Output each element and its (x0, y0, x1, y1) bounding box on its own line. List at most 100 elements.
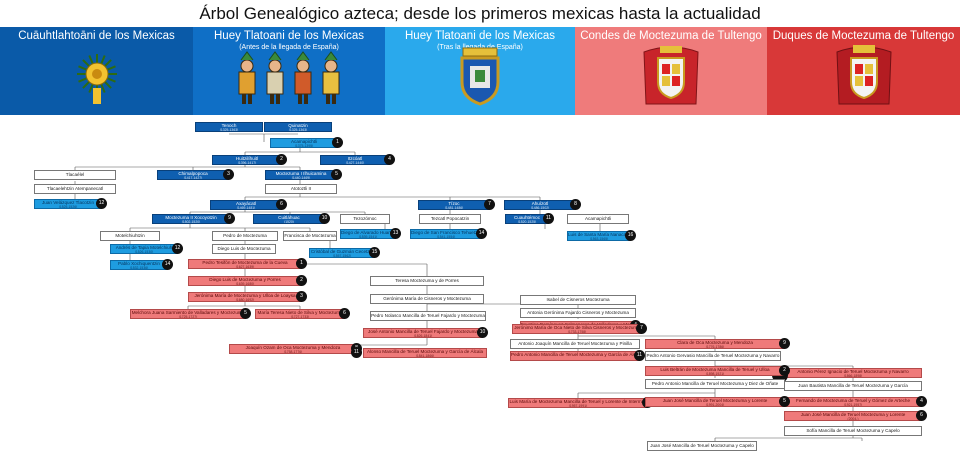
header-column-2: Huey Tlatoani de los Mexicas(Antes de la… (193, 27, 385, 115)
node-name: Tenoch (221, 123, 237, 128)
succession-number-badge: 2 (276, 154, 287, 165)
node-name: Pedro de Moctezuma (223, 233, 267, 238)
tree-node: Huitzilíhuitl(1396-1417) (212, 155, 282, 165)
succession-number-badge: 16 (625, 230, 636, 241)
node-reign-dates: (1440-1469) (291, 176, 311, 180)
node-reign-dates: (1375-1395) (294, 144, 314, 148)
tree-node: Tenoch(1325-1363) (195, 122, 263, 132)
tree-node: Diego de Alvarado Huanitzin(1539-1541) (340, 229, 396, 239)
node-name: Pedro Antonio Gervasio Mancilla de Terue… (646, 353, 780, 358)
node-reign-dates: (1776-1786) (705, 345, 725, 349)
node-name: Jerónima María de Moctezuma y Ulloa de L… (194, 293, 296, 298)
header-column-4: Condes de Moctezuma de Tultengo (575, 27, 767, 115)
tree-node: Pablo Xochiquentzin(1532-1536) (110, 260, 168, 270)
tree-node: Teresa Moctezuma y de Porres (370, 276, 484, 286)
node-name: Tlacaelehtzin Atempanecatl (46, 186, 104, 191)
tree-node: Joaquín Ozam de Oca Moctezuma y Mendoza(… (229, 344, 357, 354)
node-name: Huitzilíhuitl (235, 156, 259, 161)
tree-node: Pedro Antonio Mancilla de Teruel Moctezu… (510, 351, 640, 361)
node-reign-dates: (1427-1440) (345, 161, 365, 165)
node-reign-dates: (1325-1363) (288, 128, 308, 132)
node-reign-dates: (1841-1866) (415, 354, 435, 358)
tree-node: Axayácatl(1469-1481) (210, 200, 282, 210)
node-name: Tlacaélel (65, 172, 85, 177)
node-reign-dates: (1520-1525) (517, 220, 537, 224)
header-column-3: Huey Tlatoani de los Mexicas(Tras la lle… (385, 27, 575, 115)
succession-number-badge: 6 (339, 308, 350, 319)
node-name: Juan Bautista Mancilla de Teruel Moctezu… (798, 383, 908, 388)
node-name: Juan José Mancilla de Teruel Moctezuma y… (662, 398, 768, 403)
succession-number-badge: 6 (276, 199, 287, 210)
feather-shield-emblem (74, 50, 120, 111)
node-name: Chimalpopoca (178, 171, 208, 176)
header-column-5: Duques de Moctezuma de Tultengo (767, 27, 960, 115)
node-reign-dates: (1532-1536) (129, 266, 149, 270)
tree-node: Pedro de Moctezuma (212, 231, 278, 241)
node-name: Cuitláhuac (278, 215, 300, 220)
succession-number-badge: 4 (916, 396, 927, 407)
node-reign-dates: (1680-1692) (235, 298, 255, 302)
node-reign-dates: (1898-1921) (705, 372, 725, 376)
node-reign-dates: (2) (785, 435, 921, 436)
node-name: Atotoztli II (290, 186, 312, 191)
node-name: Luis Beltrán de Moctezuma Mancilla de Te… (660, 367, 770, 372)
node-name: Antonia Gerónima Fajardo Cisneros y Moct… (527, 310, 629, 315)
node-reign-dates: (1725-1727) (178, 315, 198, 319)
node-reign-dates: (1526-1530) (134, 250, 154, 254)
tree-node: Atotoztli II (265, 184, 337, 194)
node-name: Luis María de Moctezuma Mancilla de Teru… (509, 399, 647, 404)
node-name: Antonio Joaquín Mancilla de Teruel Mocte… (518, 341, 632, 346)
node-name: José Antonio Mancilla de Teruel Fajardo … (368, 329, 478, 334)
node-name: Juan José Mancilla de Teruel Moctezuma y… (650, 443, 754, 448)
tree-node: Tízoc(1481-1486) (418, 200, 490, 210)
node-name: Moctezuma II Xocoyotzin (165, 215, 217, 220)
succession-number-badge: 11 (634, 350, 645, 361)
node-name: Pedro Tesifón de Moctezuma de la Cueva (202, 260, 288, 265)
header-title: Duques de Moctezuma de Tultengo (772, 30, 955, 42)
tree-node: Cuitláhuac(1520) (253, 214, 325, 224)
node-reign-dates: (1639-1680) (235, 282, 255, 286)
header-title: Huey Tlatoani de los Mexicas (214, 30, 364, 42)
tree-node: Juan Bautista Mancilla de Teruel Moctezu… (784, 381, 922, 391)
node-reign-dates: (1486-1502) (530, 206, 550, 210)
succession-number-badge: 11 (543, 213, 554, 224)
succession-number-badge: 8 (570, 199, 581, 210)
tree-node: Antonio Pérez Ignacio de Teruel Moctezum… (784, 368, 922, 378)
node-reign-dates: (1469-1481) (236, 206, 256, 210)
count-coat-of-arms-emblem (638, 42, 704, 111)
node-reign-dates: (1) (648, 450, 756, 451)
node-name: Pablo Xochiquentzin (118, 261, 160, 266)
node-name: Juan Velázquez Tlacotzin (41, 200, 94, 205)
tree-node: Luis María de Moctezuma Mancilla de Teru… (508, 398, 648, 408)
node-name: Pedro Antonio Mancilla de Teruel Moctezu… (651, 381, 779, 386)
succession-number-badge: 7 (484, 199, 495, 210)
succession-number-badge: 3 (296, 291, 307, 302)
tree-node: Juan Velázquez Tlacotzin(1525-1526) (34, 199, 102, 209)
tree-node: Clara de Oca Moctezuma y Mendoza(1776-17… (645, 339, 785, 349)
tree-node: Antonio Joaquín Mancilla de Teruel Mocte… (510, 339, 640, 349)
node-name: Acamapichtli (290, 139, 318, 144)
node-name: Melchora Juana Sarmiento de Valladares y… (131, 310, 245, 315)
succession-number-badge: 9 (779, 338, 790, 349)
node-reign-dates: (1520) (284, 220, 294, 224)
succession-number-badge: 5 (331, 169, 342, 180)
node-name: Tezcatl Popocatzin (430, 216, 470, 221)
node-reign-dates: (1758-1776) (283, 350, 303, 354)
codex-figures-emblem (233, 50, 345, 111)
tree-node: Luis Beltrán de Moctezuma Mancilla de Te… (645, 366, 785, 376)
tree-node: Juan José Mancilla de Teruel Moctezuma y… (647, 441, 757, 451)
tree-node: Sofía Mancilla de Teruel Moctezuma y Cap… (784, 426, 922, 436)
node-reign-dates: (1627-1639) (235, 265, 255, 269)
succession-number-badge: 6 (916, 410, 927, 421)
tree-node: Motelchiuhtzin (100, 231, 160, 241)
succession-number-badge: 4 (384, 154, 395, 165)
node-reign-dates: (1733-1758) (567, 330, 587, 334)
succession-number-badge: 10 (319, 213, 330, 224)
node-name: Itzcóatl (347, 156, 363, 161)
node-reign-dates: (1557-1562) (332, 254, 352, 258)
succession-number-badge: 10 (477, 327, 488, 338)
node-reign-dates: (1727-1733) (290, 315, 310, 319)
node-name: Diego Luis de Moctezuma (217, 246, 271, 251)
tree-node: Chimalpopoca(1417-1427) (157, 170, 229, 180)
node-name: Gerónima María de Cisneros y Moctezuma (383, 296, 471, 301)
